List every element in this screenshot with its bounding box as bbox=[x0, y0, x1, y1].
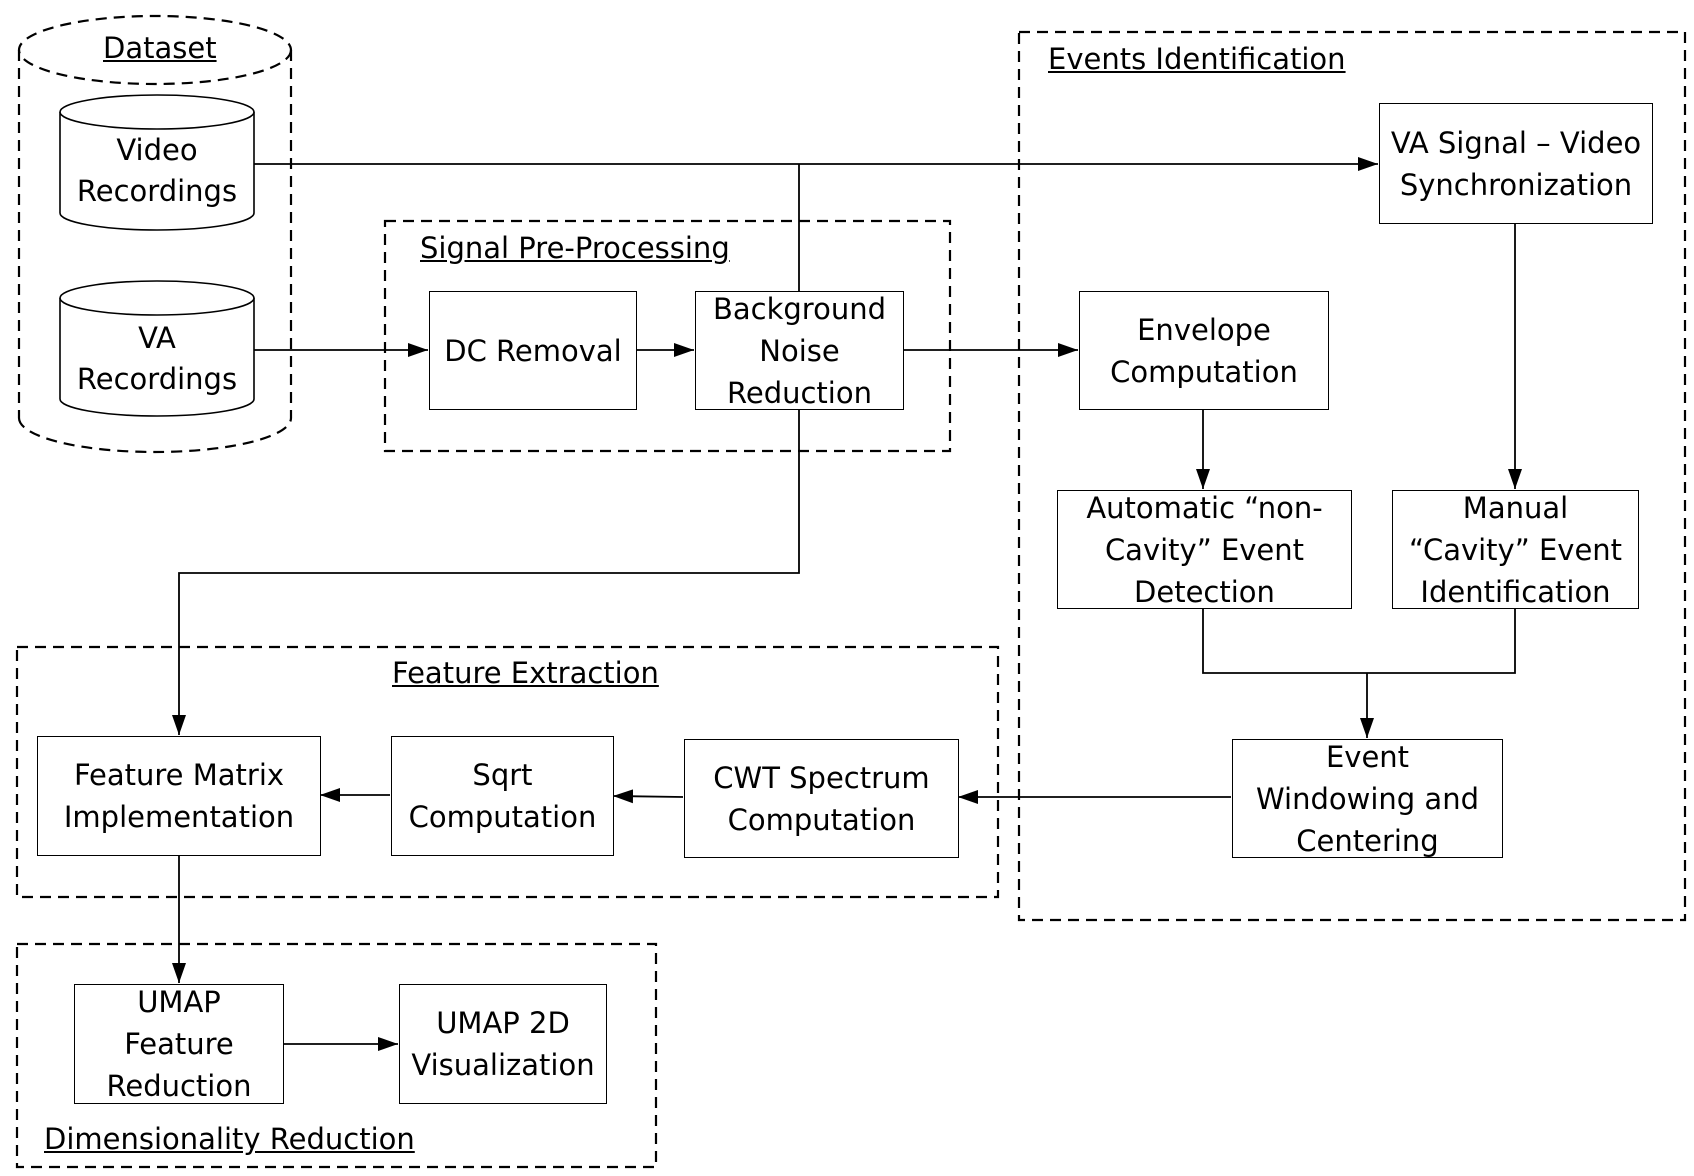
event-windowing-line-3: Centering bbox=[1296, 823, 1439, 858]
background-noise-line-3: Reduction bbox=[727, 375, 872, 410]
event-windowing-box: Event Windowing and Centering bbox=[1232, 739, 1503, 858]
feature-matrix-box: Feature Matrix Implementation bbox=[37, 736, 321, 856]
sqrt-computation-line-2: Computation bbox=[408, 800, 597, 834]
connector-auto-manual-merge bbox=[1202, 608, 1516, 674]
umap-feature-line-1: UMAP bbox=[137, 985, 221, 1019]
cwt-spectrum-box: CWT Spectrum Computation bbox=[684, 739, 959, 858]
event-windowing-line-2: Windowing and bbox=[1256, 781, 1479, 816]
umap-2d-line-1: UMAP 2D bbox=[436, 1006, 570, 1040]
automatic-event-line-3: Detection bbox=[1134, 574, 1275, 609]
events-identification-group bbox=[1017, 30, 1687, 922]
dimensionality-reduction-group bbox=[15, 942, 658, 1169]
automatic-event-detection-box: Automatic “non- Cavity” Event Detection bbox=[1057, 490, 1352, 609]
dimensionality-reduction-title: Dimensionality Reduction bbox=[44, 1122, 415, 1156]
sqrt-computation-box: Sqrt Computation bbox=[391, 736, 614, 856]
connector-cwt-to-sqrt bbox=[612, 789, 684, 804]
umap-feature-line-3: Reduction bbox=[106, 1069, 252, 1103]
sqrt-computation-line-1: Sqrt bbox=[472, 758, 533, 792]
feature-extraction-group bbox=[15, 645, 1000, 899]
va-video-sync-line-1: VA Signal – Video bbox=[1390, 125, 1642, 160]
video-recordings-node: Video Recordings bbox=[60, 130, 254, 212]
background-noise-line-1: Background bbox=[712, 291, 886, 326]
umap-2d-line-2: Visualization bbox=[411, 1048, 595, 1082]
manual-event-line-2: “Cavity” Event bbox=[1408, 532, 1623, 567]
video-recordings-line-2: Recordings bbox=[76, 174, 238, 208]
connector-noise-to-feature-matrix bbox=[172, 410, 800, 735]
dc-removal-line-1: DC Removal bbox=[444, 333, 622, 368]
dc-removal-box: DC Removal bbox=[429, 291, 637, 410]
umap-2d-visualization-box: UMAP 2D Visualization bbox=[399, 984, 607, 1104]
video-recordings-line-1: Video bbox=[116, 133, 198, 167]
event-windowing-line-1: Event bbox=[1325, 739, 1410, 774]
events-identification-title: Events Identification bbox=[1048, 42, 1346, 76]
manual-event-line-1: Manual bbox=[1462, 490, 1569, 525]
umap-feature-reduction-box: UMAP Feature Reduction bbox=[74, 984, 284, 1104]
automatic-event-line-1: Automatic “non- bbox=[1086, 490, 1323, 525]
cwt-spectrum-line-1: CWT Spectrum bbox=[713, 760, 930, 795]
manual-event-line-3: Identification bbox=[1420, 574, 1611, 609]
feature-matrix-line-2: Implementation bbox=[63, 800, 295, 834]
background-noise-line-2: Noise bbox=[759, 333, 840, 368]
dataset-title: Dataset bbox=[103, 31, 217, 65]
envelope-computation-line-1: Envelope bbox=[1137, 312, 1271, 347]
umap-feature-line-2: Feature bbox=[124, 1027, 234, 1061]
video-recordings-cylinder bbox=[59, 94, 255, 231]
va-recordings-line-1: VA bbox=[138, 321, 176, 355]
feature-extraction-title: Feature Extraction bbox=[392, 656, 659, 690]
va-video-sync-box: VA Signal – Video Synchronization bbox=[1379, 103, 1653, 224]
envelope-computation-box: Envelope Computation bbox=[1079, 291, 1329, 410]
automatic-event-line-2: Cavity” Event bbox=[1104, 532, 1305, 567]
va-video-sync-line-2: Synchronization bbox=[1399, 167, 1633, 202]
envelope-computation-line-2: Computation bbox=[1110, 354, 1298, 389]
signal-preprocessing-title: Signal Pre-Processing bbox=[420, 231, 730, 265]
background-noise-reduction-box: Background Noise Reduction bbox=[695, 291, 904, 410]
cwt-spectrum-line-2: Computation bbox=[727, 802, 916, 837]
dataset-group bbox=[17, 14, 293, 454]
feature-matrix-line-1: Feature Matrix bbox=[73, 758, 285, 792]
va-recordings-node: VA Recordings bbox=[60, 318, 254, 400]
va-recordings-cylinder bbox=[59, 280, 255, 417]
manual-event-identification-box: Manual “Cavity” Event Identification bbox=[1392, 490, 1639, 609]
va-recordings-line-2: Recordings bbox=[76, 362, 238, 396]
